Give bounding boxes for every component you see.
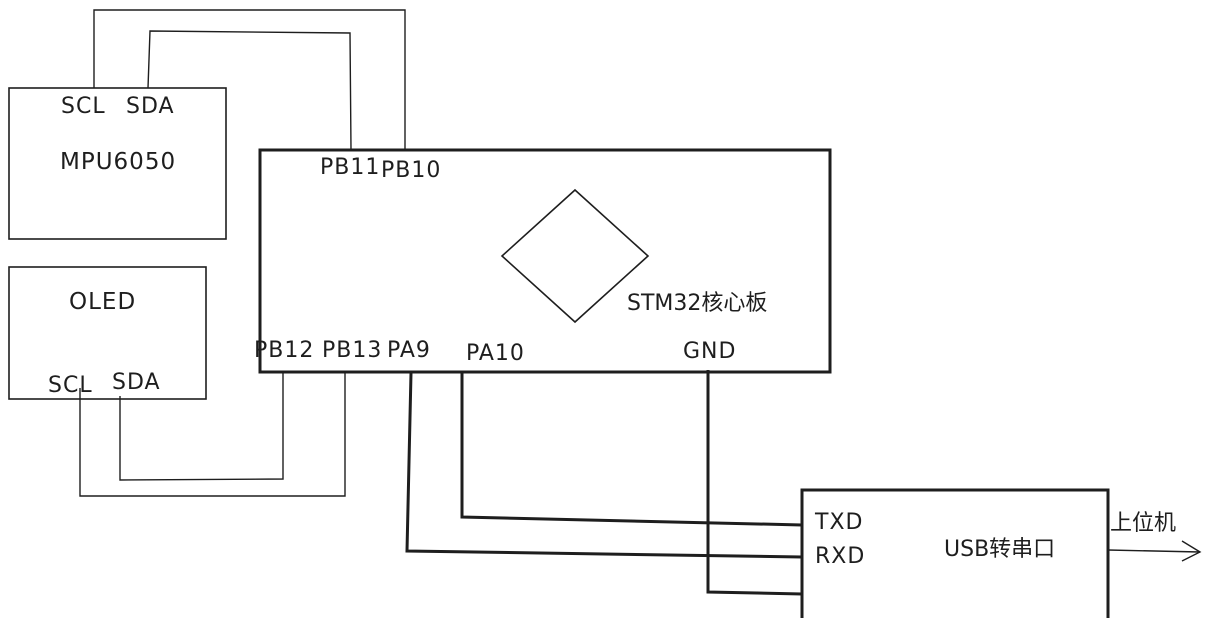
mpu6050-box xyxy=(8,87,227,240)
wire-pa10-to-txd xyxy=(460,373,803,527)
wire-pa9-to-rxd xyxy=(405,372,803,559)
oled-box xyxy=(8,266,207,400)
wire-mpu-scl-to-pb10 xyxy=(93,9,406,150)
usb-serial-box xyxy=(800,488,1110,618)
arrow-to-host-line xyxy=(1107,549,1201,553)
oled-title: OLED xyxy=(69,289,137,315)
wire-oled-scl-to-pb13 xyxy=(79,372,346,497)
oled-sda-label: SDA xyxy=(112,370,161,395)
pin-pa10-label: PA10 xyxy=(466,341,525,366)
mpu6050-scl-label: SCL xyxy=(61,94,106,119)
pin-gnd-label: GND xyxy=(683,339,737,364)
arrow-to-host-head xyxy=(1181,540,1202,562)
wire-mpu-sda-to-pb11 xyxy=(147,30,352,151)
pin-pb12-label: PB12 xyxy=(254,338,315,363)
host-label: 上位机 xyxy=(1110,511,1177,536)
mpu6050-title: MPU6050 xyxy=(60,149,177,175)
wire-oled-sda-to-pb12 xyxy=(119,372,284,481)
stm32-board-box xyxy=(258,148,832,374)
pin-pa9-label: PA9 xyxy=(387,338,431,363)
oled-scl-label: SCL xyxy=(48,373,93,398)
stm32-board-title: STM32核心板 xyxy=(627,291,768,316)
pin-pb13-label: PB13 xyxy=(322,338,383,363)
wire-gnd-to-usb xyxy=(706,370,803,596)
usb-serial-title: USB转串口 xyxy=(944,537,1056,562)
usb-rxd-label: RXD xyxy=(815,544,866,569)
usb-txd-label: TXD xyxy=(815,510,864,535)
pin-pb11-label: PB11 xyxy=(320,155,381,180)
pin-pb10-label: PB10 xyxy=(381,158,442,183)
mcu-chip-diamond xyxy=(500,188,650,324)
mpu6050-sda-label: SDA xyxy=(126,94,175,119)
